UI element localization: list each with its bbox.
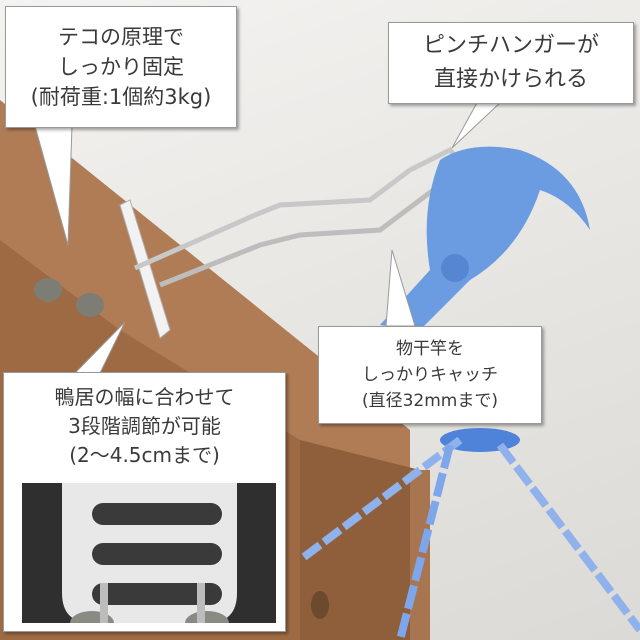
- door-knob-hole: [311, 591, 329, 619]
- callout-text: 3段階調節が可能: [68, 414, 221, 438]
- callout-adjustment: 鴨居の幅に合わせて 3段階調節が可能 (2〜4.5cmまで): [3, 372, 286, 632]
- adjustment-slot: [92, 503, 222, 525]
- hanger-pivot: [441, 254, 469, 282]
- callout-text: 直接かけられる: [433, 67, 588, 92]
- callout-lever-principle: テコの原理で しっかり固定 (耐荷重:1個約3kg): [5, 6, 237, 128]
- door-frame-top: [0, 100, 410, 470]
- callout-text: しっかり固定: [58, 55, 184, 79]
- door-edge: [410, 470, 430, 640]
- callout-pinch-hanger: ピンチハンガーが 直接かけられる: [388, 22, 634, 104]
- bracket-closeup-photo: [22, 483, 276, 623]
- chain-right: [496, 442, 640, 633]
- callout-text: (直径32mmまで): [361, 391, 499, 411]
- bracket-closeup-image: [22, 483, 276, 623]
- wire-arm-lower: [159, 183, 442, 288]
- chain-middle: [396, 444, 454, 640]
- callout-text: (2〜4.5cmまで): [69, 443, 220, 467]
- callout-pointer: [451, 100, 504, 149]
- adjustment-slot: [92, 543, 222, 565]
- callout-text: テコの原理で: [58, 25, 184, 49]
- callout-text: 鴨居の幅に合わせて: [54, 385, 235, 409]
- hanger-clip: [380, 146, 590, 330]
- callout-text: (耐荷重:1個約3kg): [30, 85, 212, 109]
- rubber-stopper: [76, 293, 104, 317]
- adjustment-slot: [92, 583, 222, 605]
- callout-text: 物干竿を: [396, 339, 464, 359]
- chain-left: [297, 436, 463, 564]
- callout-text: しっかりキャッチ: [362, 365, 498, 385]
- metal-bracket-plate: [119, 199, 171, 339]
- callout-pole-catch: 物干竿を しっかりキャッチ (直径32mmまで): [318, 326, 542, 424]
- callout-pointer: [385, 249, 416, 327]
- callout-text: ピンチハンガーが: [422, 33, 599, 58]
- rubber-stopper: [34, 278, 62, 302]
- wire-arm-upper: [133, 146, 472, 271]
